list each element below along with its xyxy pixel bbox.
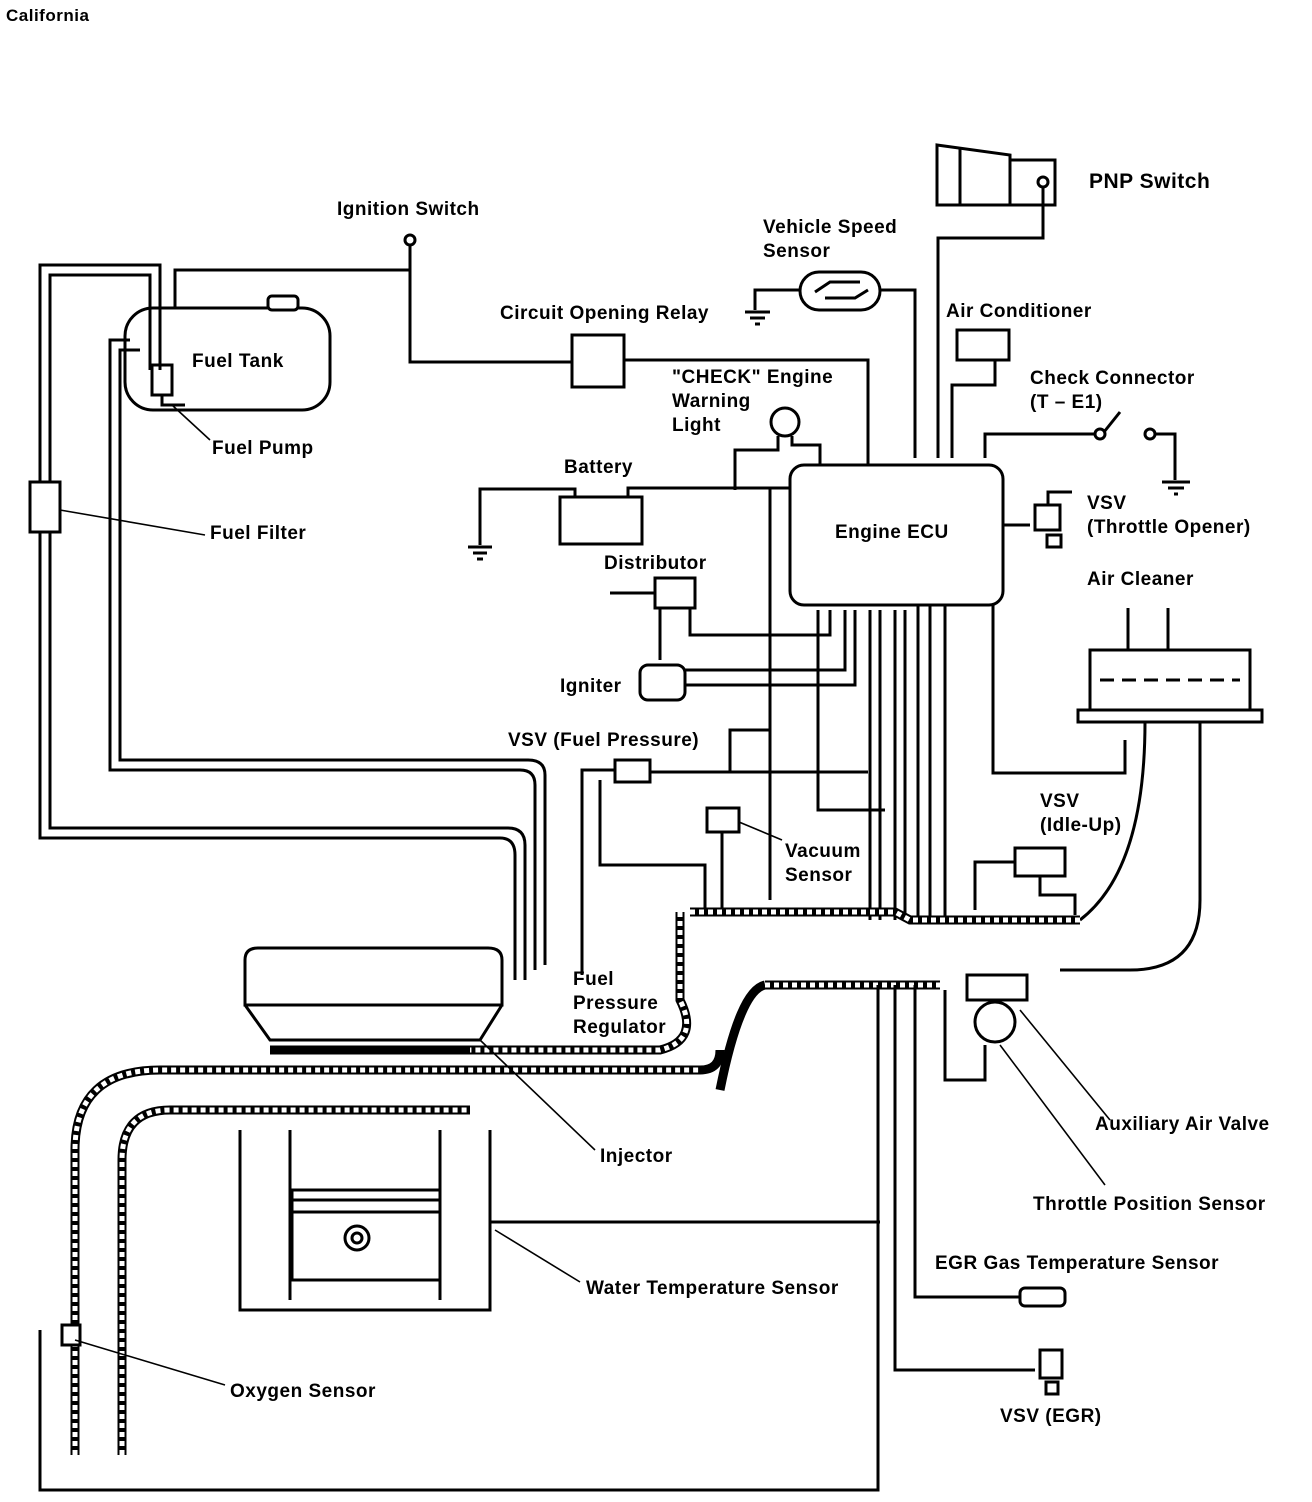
leader-lines <box>59 404 596 1386</box>
ignition-switch-symbol <box>173 233 572 364</box>
throttle-body-symbol <box>943 973 1111 1186</box>
battery-symbol <box>468 486 790 561</box>
label-auxiliary-air-valve: Auxiliary Air Valve <box>1095 1114 1270 1135</box>
label-vsv-idle-up: VSV (Idle-Up) <box>1040 791 1122 836</box>
engine-ecu-box <box>788 463 1005 607</box>
exhaust-pipe <box>60 1049 725 1455</box>
label-fuel-tank: Fuel Tank <box>192 351 284 372</box>
label-water-temperature-sensor: Water Temperature Sensor <box>586 1278 839 1299</box>
label-air-conditioner: Air Conditioner <box>946 301 1092 322</box>
air-cleaner-symbol <box>1060 608 1264 972</box>
fuel-tank-symbol <box>123 294 332 412</box>
label-vsv-fuel-pressure: VSV (Fuel Pressure) <box>508 730 700 751</box>
label-vsv-egr: VSV (EGR) <box>1000 1406 1102 1427</box>
vsv-egr-symbol <box>1038 1348 1064 1380</box>
vehicle-speed-sensor-symbol <box>745 270 917 458</box>
label-fuel-pump: Fuel Pump <box>212 438 314 459</box>
label-check-connector: Check Connector (T – E1) <box>1030 368 1195 413</box>
label-pnp-switch: PNP Switch <box>1089 170 1211 193</box>
intake-manifold <box>470 907 1080 1091</box>
egr-gas-temp-sensor-symbol <box>1018 1286 1067 1308</box>
label-fuel-filter: Fuel Filter <box>210 523 307 544</box>
fuel-lines <box>28 263 547 980</box>
label-ignition-switch: Ignition Switch <box>337 199 480 220</box>
label-vsv-throttle-opener: VSV (Throttle Opener) <box>1087 493 1251 538</box>
label-throttle-position-sensor: Throttle Position Sensor <box>1033 1194 1266 1215</box>
vsv-fuel-pressure-symbol <box>580 728 868 975</box>
label-vehicle-speed-sensor: Vehicle Speed Sensor <box>763 217 898 262</box>
label-battery: Battery <box>564 457 633 478</box>
bottom-wiring <box>38 985 1067 1492</box>
engine-cylinder-symbol <box>238 946 504 1312</box>
label-air-cleaner: Air Cleaner <box>1087 569 1194 590</box>
check-engine-lamp-symbol <box>733 406 822 490</box>
label-vacuum-sensor: Vacuum Sensor <box>785 841 861 886</box>
label-engine-ecu: Engine ECU <box>835 522 949 543</box>
label-check-engine-light: "CHECK" Engine Warning Light <box>672 367 834 436</box>
circuit-opening-relay-box <box>570 333 626 389</box>
check-connector-symbol <box>983 411 1190 496</box>
label-igniter: Igniter <box>560 676 622 697</box>
air-conditioner-symbol <box>950 328 1011 458</box>
label-injector: Injector <box>600 1146 673 1167</box>
vsv-idle-up-symbol <box>973 846 1077 915</box>
label-oxygen-sensor: Oxygen Sensor <box>230 1381 376 1402</box>
label-circuit-opening-relay: Circuit Opening Relay <box>500 303 709 324</box>
vacuum-sensor-symbol <box>705 806 783 912</box>
vsv-throttle-opener-symbol <box>1003 490 1072 549</box>
fuel-filter-symbol <box>28 480 62 534</box>
label-egr-gas-temperature-sensor: EGR Gas Temperature Sensor <box>935 1253 1220 1274</box>
page-title: California <box>6 6 90 25</box>
label-distributor: Distributor <box>604 553 707 574</box>
igniter-symbol <box>638 610 857 702</box>
pnp-switch-symbol <box>935 143 1057 458</box>
ecu-harness <box>768 488 1127 920</box>
distributor-symbol <box>610 576 832 660</box>
label-fuel-pressure-regulator: Fuel Pressure Regulator <box>573 969 667 1038</box>
